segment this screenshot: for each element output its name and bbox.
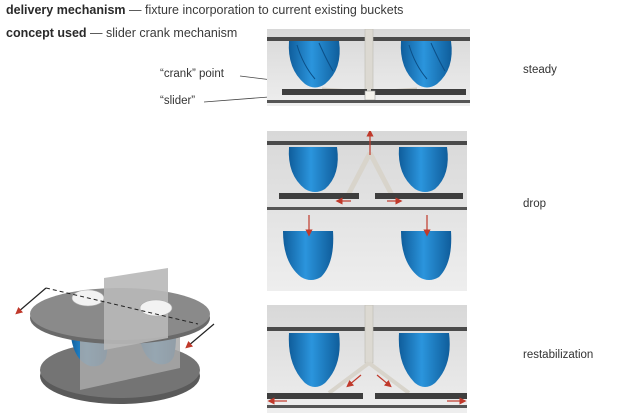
right-return-arrow xyxy=(376,374,392,388)
left-base-plate xyxy=(282,89,367,95)
left-base-plate xyxy=(279,193,359,199)
right-bucket-cap xyxy=(139,299,173,317)
title-concept-used: concept used — slider crank mechanism xyxy=(6,26,237,40)
section-arrow-left xyxy=(15,287,47,315)
bottom-rail xyxy=(267,405,467,408)
right-bucket-upper xyxy=(398,147,448,192)
state-label-drop: drop xyxy=(523,198,547,210)
bottom-rail xyxy=(267,207,467,210)
bottom-rail xyxy=(267,100,470,103)
right-bucket xyxy=(400,41,452,88)
top-rail xyxy=(267,141,467,145)
right-bucket-falling xyxy=(401,231,452,280)
left-base-plate xyxy=(267,393,363,399)
concept-used-separator: — xyxy=(86,26,107,40)
crank-point-callout: “crank” point xyxy=(160,68,224,80)
slider-callout: “slider” xyxy=(160,95,196,107)
right-base-plate xyxy=(375,393,467,399)
delivery-mechanism-description: fixture incorporation to current existin… xyxy=(144,3,404,17)
slider-block xyxy=(364,90,376,101)
center-plate xyxy=(364,305,374,364)
section-arrow-right xyxy=(185,323,215,349)
section-line xyxy=(45,287,199,325)
left-bucket-falling xyxy=(283,231,334,280)
drop-state-diagram xyxy=(267,131,467,291)
left-bucket xyxy=(288,333,340,387)
right-base-plate xyxy=(375,193,463,199)
concept-used-term: concept used xyxy=(6,26,87,40)
isometric-assembly-render xyxy=(15,268,215,404)
left-bucket xyxy=(288,41,340,88)
center-plate xyxy=(364,29,374,98)
right-bucket xyxy=(398,333,450,387)
state-label-steady: steady xyxy=(523,64,557,76)
left-bucket-ridges xyxy=(296,42,334,80)
delivery-mechanism-term: delivery mechanism xyxy=(6,3,126,17)
left-return-arrow xyxy=(346,374,362,388)
delivery-mechanism-separator: — xyxy=(125,3,145,17)
state-label-restabilization: restabilization xyxy=(523,349,594,361)
left-crank-arm xyxy=(344,151,373,199)
right-bucket-ridges xyxy=(408,42,446,80)
right-crank-arm xyxy=(367,361,411,395)
concept-used-description: slider crank mechanism xyxy=(106,26,238,40)
restabilization-state-diagram xyxy=(267,305,467,413)
right-crank-arm xyxy=(367,151,396,199)
title-delivery-mechanism: delivery mechanism — fixture incorporati… xyxy=(6,3,403,17)
left-crank-arm xyxy=(327,361,371,395)
left-bucket-upper xyxy=(288,147,338,192)
steady-state-diagram xyxy=(267,29,470,106)
right-base-plate xyxy=(371,89,466,95)
